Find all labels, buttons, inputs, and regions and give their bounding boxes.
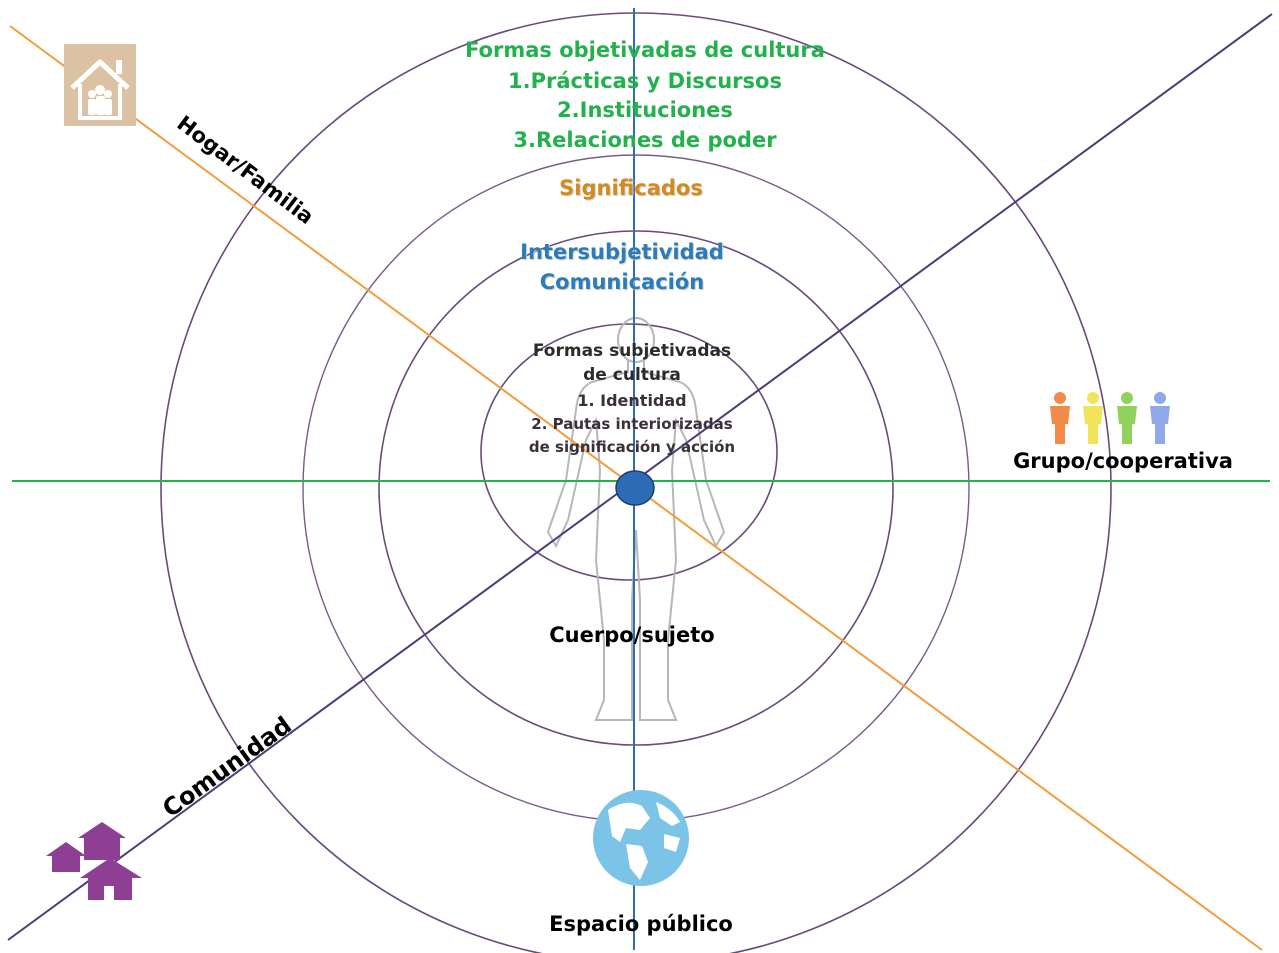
group-of-people-icon xyxy=(1050,392,1170,444)
inner-ring-item-2a: 2. Pautas interiorizadas xyxy=(531,415,733,433)
inner-ring-title-2: de cultura xyxy=(583,365,681,385)
ring-intersubjectivity xyxy=(378,230,894,746)
center-subject-dot xyxy=(615,470,655,506)
inner-ring-item-2b: de significación y acción xyxy=(528,438,736,456)
ring-outer xyxy=(160,12,1112,953)
inner-ring-item-1: 1. Identidad xyxy=(577,391,687,410)
outer-ring-item-3: 3.Relaciones de poder xyxy=(513,128,777,152)
outer-ring-item-1: 1.Prácticas y Discursos xyxy=(508,69,782,93)
communication-label: Comunicación xyxy=(539,270,705,294)
group-axis-label: Grupo/cooperativa xyxy=(1013,449,1233,473)
family-house-icon xyxy=(64,44,136,126)
intersubjectivity-label: Intersubjetividad xyxy=(520,240,724,264)
public-space-axis-label: Espacio público xyxy=(549,912,733,936)
meanings-label: Significados xyxy=(559,176,703,200)
village-houses-icon xyxy=(46,822,142,900)
inner-ring-title-1: Formas subjetivadas xyxy=(532,341,732,361)
body-subject-label: Cuerpo/sujeto xyxy=(549,623,715,647)
globe-icon xyxy=(593,790,689,886)
human-body-outline-icon xyxy=(546,317,726,721)
outer-ring-item-2: 2.Instituciones xyxy=(557,98,733,122)
ring-inner xyxy=(480,323,778,581)
outer-ring-title: Formas objetivadas de cultura xyxy=(465,38,825,62)
